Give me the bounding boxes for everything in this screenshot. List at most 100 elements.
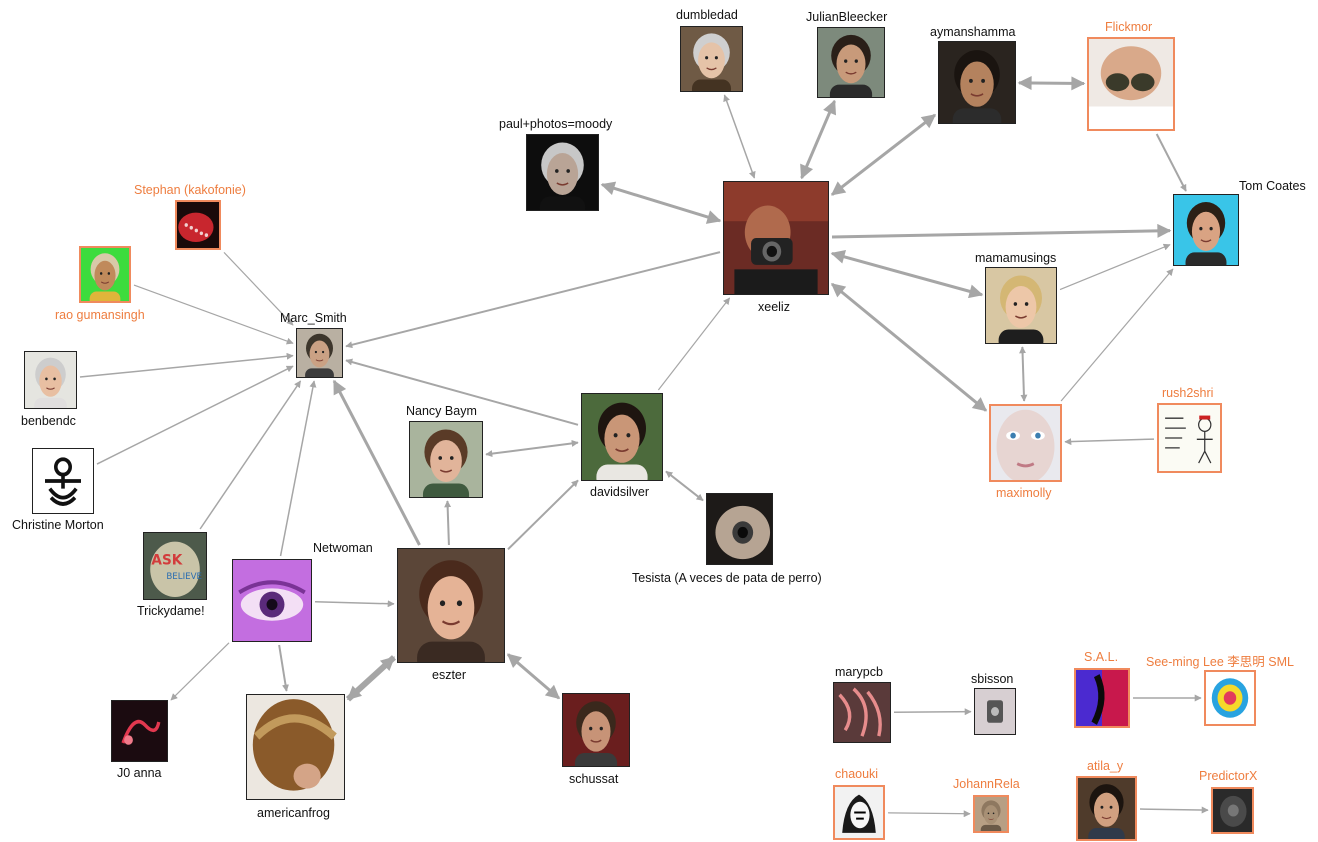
avatar-schussat[interactable]	[562, 693, 630, 767]
label-marcsmith[interactable]: Marc_Smith	[280, 311, 347, 325]
avatar-julianbleecker[interactable]	[817, 27, 885, 98]
avatar-aymanshamma[interactable]	[938, 41, 1016, 124]
avatar-stephan[interactable]	[175, 200, 221, 250]
label-seeming[interactable]: See-ming Lee 李思明 SML	[1146, 655, 1294, 669]
label-netwoman[interactable]: Netwoman	[313, 541, 373, 555]
label-xeeliz[interactable]: xeeliz	[758, 300, 790, 314]
edge-netwoman-marcsmith	[279, 380, 317, 557]
avatar-seeming[interactable]	[1204, 670, 1256, 726]
label-davidsilver[interactable]: davidsilver	[590, 485, 650, 499]
avatar-eszter[interactable]	[397, 548, 505, 663]
avatar-netwoman[interactable]	[232, 559, 312, 642]
edge-rao-marcsmith	[133, 284, 294, 345]
avatar-chaouki[interactable]	[833, 785, 885, 840]
edge-netwoman-americanfrog	[278, 644, 289, 692]
edge-davidsilver-nancybaym	[485, 439, 579, 458]
avatar-trickydame[interactable]: ASK BELIEVE	[143, 532, 207, 600]
edge-stephan-marcsmith	[223, 251, 294, 326]
edge-americanfrog-eszter	[345, 655, 397, 702]
label-stephan[interactable]: Stephan (kakofonie)	[134, 183, 246, 197]
label-trickydame[interactable]: Trickydame!	[137, 604, 205, 618]
edge-xeeliz-julianbleecker	[800, 99, 837, 180]
avatar-xeeliz[interactable]	[723, 181, 829, 295]
avatar-dumbledad[interactable]	[680, 26, 743, 92]
edge-xeeliz-mamamusings	[830, 250, 984, 299]
label-benbendc[interactable]: benbendc	[21, 414, 76, 428]
edge-mamamusings-tomcoates	[1059, 243, 1171, 291]
avatar-rush2shri[interactable]	[1157, 403, 1222, 473]
edge-eszter-davidsilver	[507, 479, 579, 551]
label-schussat[interactable]: schussat	[569, 772, 619, 786]
label-marypcb[interactable]: marypcb	[835, 665, 883, 679]
label-mamamusings[interactable]: mamamusings	[975, 251, 1057, 265]
label-flickmor[interactable]: Flickmor	[1105, 20, 1153, 34]
label-tomcoates[interactable]: Tom Coates	[1239, 179, 1306, 193]
label-rush2shri[interactable]: rush2shri	[1162, 386, 1214, 400]
avatar-christine[interactable]	[32, 448, 94, 514]
avatar-flickmor[interactable]	[1087, 37, 1175, 131]
avatar-tomcoates[interactable]	[1173, 194, 1239, 266]
avatar-nancybaym[interactable]	[409, 421, 483, 498]
label-aymanshamma[interactable]: aymanshamma	[930, 25, 1016, 39]
edge-xeeliz-marcsmith	[345, 251, 721, 349]
label-dumbledad[interactable]: dumbledad	[676, 8, 738, 22]
avatar-j0anna[interactable]	[111, 700, 168, 762]
edge-atila-predictorx	[1139, 806, 1209, 814]
label-rao[interactable]: rao gumansingh	[55, 308, 145, 322]
edge-flickmor-tomcoates	[1155, 133, 1187, 192]
label-maximolly[interactable]: maximolly	[996, 486, 1052, 500]
label-tesista[interactable]: Tesista (A veces de pata de perro)	[632, 571, 822, 585]
label-nancybaym[interactable]: Nancy Baym	[406, 404, 477, 418]
edge-aymanshamma-flickmor	[1017, 76, 1086, 91]
edge-eszter-marcsmith	[332, 379, 421, 546]
edge-davidsilver-tesista	[665, 470, 704, 502]
label-j0anna[interactable]: J0 anna	[117, 766, 162, 780]
label-americanfrog[interactable]: americanfrog	[257, 806, 330, 820]
label-eszter[interactable]: eszter	[432, 668, 467, 682]
label-chaouki[interactable]: chaouki	[835, 767, 879, 781]
avatar-rao[interactable]	[79, 246, 131, 303]
label-atila[interactable]: atila_y	[1087, 759, 1124, 773]
avatar-paulphotos[interactable]	[526, 134, 599, 211]
avatar-benbendc[interactable]	[24, 351, 77, 409]
avatar-davidsilver[interactable]	[581, 393, 663, 481]
edge-netwoman-j0anna	[170, 642, 230, 701]
label-christine[interactable]: Christine Morton	[12, 518, 104, 532]
edge-rush2shri-maximolly	[1064, 438, 1155, 446]
label-paulphotos[interactable]: paul+photos=moody	[499, 117, 613, 131]
avatar-johannrela[interactable]	[973, 795, 1009, 833]
avatar-americanfrog[interactable]	[246, 694, 345, 800]
edge-davidsilver-xeeliz	[657, 297, 731, 391]
edge-netwoman-eszter	[314, 600, 395, 608]
avatar-maximolly[interactable]	[989, 404, 1062, 482]
avatar-sal[interactable]	[1074, 668, 1130, 728]
avatar-marcsmith[interactable]	[296, 328, 343, 378]
edge-xeeliz-tomcoates	[831, 223, 1172, 239]
label-johannrela[interactable]: JohannRela	[953, 777, 1020, 791]
label-sal[interactable]: S.A.L.	[1084, 650, 1119, 664]
label-sbisson[interactable]: sbisson	[971, 672, 1014, 686]
avatar-tesista[interactable]	[706, 493, 773, 565]
avatar-mamamusings[interactable]	[985, 267, 1057, 344]
svg-text:BELIEVE: BELIEVE	[166, 572, 202, 582]
svg-text:ASK: ASK	[151, 552, 183, 568]
edge-eszter-nancybaym	[444, 500, 452, 546]
edge-xeeliz-paulphotos	[600, 181, 722, 224]
edge-davidsilver-marcsmith	[345, 358, 579, 426]
edge-xeeliz-dumbledad	[723, 94, 756, 179]
avatar-sbisson[interactable]	[974, 688, 1016, 735]
edge-xeeliz-maximolly	[830, 282, 988, 412]
edge-marypcb-sbisson	[893, 708, 972, 716]
edge-xeeliz-aymanshamma	[830, 113, 937, 196]
edge-eszter-schussat	[506, 653, 561, 700]
label-predictorx[interactable]: PredictorX	[1199, 769, 1258, 783]
edge-benbendc-marcsmith	[79, 352, 294, 378]
edge-chaouki-johannrela	[887, 810, 971, 818]
avatar-marypcb[interactable]	[833, 682, 891, 743]
avatar-predictorx[interactable]	[1211, 787, 1254, 834]
avatar-atila[interactable]	[1076, 776, 1137, 841]
label-julianbleecker[interactable]: JulianBleecker	[806, 10, 888, 24]
edge-maximolly-tomcoates	[1060, 268, 1174, 402]
